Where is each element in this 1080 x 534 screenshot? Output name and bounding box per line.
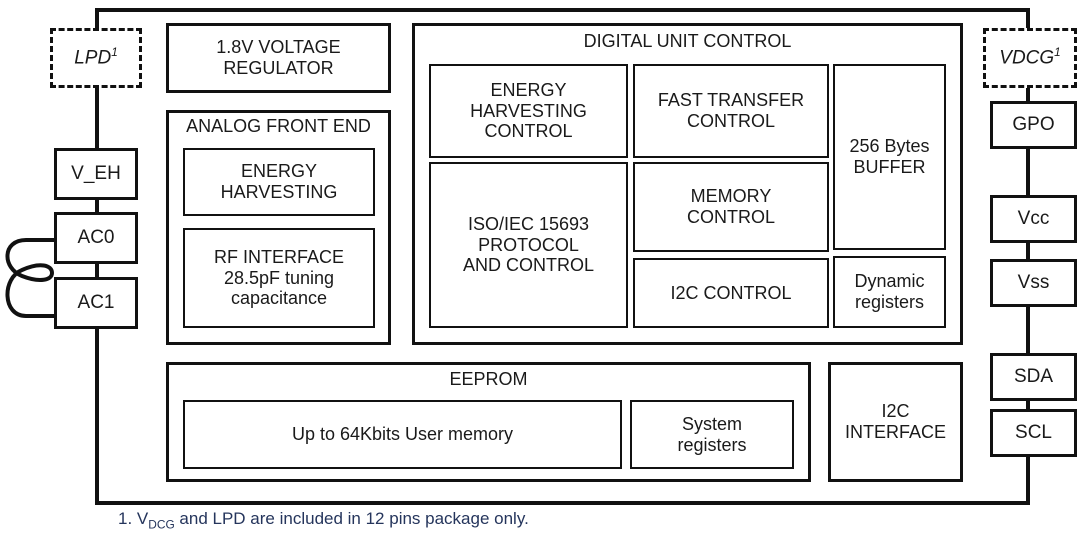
block-memory-control[interactable]: MEMORY CONTROL bbox=[633, 162, 829, 252]
user-memory-label: Up to 64Kbits User memory bbox=[291, 424, 514, 445]
dynamic-registers-line2: registers bbox=[854, 292, 925, 312]
pin-v-eh-label: V_EH bbox=[71, 163, 121, 185]
pin-vdcg-label: VDCG1 bbox=[999, 46, 1061, 69]
i2c-interface-line1: I2C bbox=[881, 401, 910, 422]
chip-outline-top bbox=[95, 8, 1030, 12]
digital-unit-control-title: DIGITAL UNIT CONTROL bbox=[583, 31, 792, 51]
protocol-line2: PROTOCOL bbox=[478, 234, 579, 255]
wire-vdcg-to-gpo bbox=[1026, 88, 1030, 102]
block-user-memory[interactable]: Up to 64Kbits User memory bbox=[183, 400, 622, 469]
energy-harvesting-line1: ENERGY bbox=[240, 161, 318, 182]
block-system-registers[interactable]: System registers bbox=[630, 400, 794, 469]
wire-lpd-to-veh bbox=[95, 88, 99, 150]
memory-control-line2: CONTROL bbox=[686, 207, 775, 227]
pin-sda[interactable]: SDA bbox=[990, 353, 1077, 401]
pin-ac1[interactable]: AC1 bbox=[54, 277, 138, 329]
block-iso-protocol-control[interactable]: ISO/IEC 15693 PROTOCOL AND CONTROL bbox=[429, 162, 628, 328]
block-buffer[interactable]: 256 Bytes BUFFER bbox=[833, 64, 946, 250]
footnote: 1. VDCG and LPD are included in 12 pins … bbox=[118, 509, 529, 531]
system-registers-line1: System bbox=[681, 413, 742, 434]
pin-ac0-label: AC0 bbox=[77, 227, 115, 249]
pin-vdcg-footnote-marker: 1 bbox=[1054, 46, 1061, 60]
block-i2c-control[interactable]: I2C CONTROL bbox=[633, 258, 829, 328]
pin-vcc[interactable]: Vcc bbox=[990, 195, 1077, 243]
block-energy-harvesting[interactable]: ENERGY HARVESTING bbox=[183, 148, 375, 216]
dynamic-registers-line1: Dynamic bbox=[854, 271, 925, 292]
i2c-control-label: I2C CONTROL bbox=[670, 282, 792, 303]
system-registers-line2: registers bbox=[677, 434, 747, 455]
eh-control-line2: HARVESTING bbox=[470, 100, 587, 121]
block-rf-interface[interactable]: RF INTERFACE 28.5pF tuning capacitance bbox=[183, 228, 375, 328]
i2c-interface-line2: INTERFACE bbox=[844, 422, 946, 442]
protocol-line3: AND CONTROL bbox=[462, 255, 594, 276]
pin-vss[interactable]: Vss bbox=[990, 259, 1077, 307]
wire-gpo-to-vcc bbox=[1026, 148, 1030, 196]
footnote-number: 1. bbox=[118, 509, 133, 528]
pin-lpd[interactable]: LPD1 bbox=[50, 28, 142, 88]
rf-interface-line2: 28.5pF tuning bbox=[223, 267, 335, 288]
pin-gpo-label: GPO bbox=[1012, 114, 1055, 136]
block-dynamic-registers[interactable]: Dynamic registers bbox=[833, 256, 946, 328]
pin-ac0[interactable]: AC0 bbox=[54, 212, 138, 264]
pin-scl[interactable]: SCL bbox=[990, 409, 1077, 457]
fast-transfer-line1: FAST TRANSFER bbox=[657, 90, 805, 111]
pin-vdcg[interactable]: VDCG1 bbox=[983, 28, 1077, 88]
pin-lpd-footnote-marker: 1 bbox=[111, 46, 118, 60]
wire-scl-to-bottom bbox=[1026, 456, 1030, 503]
wire-sda-to-scl bbox=[1026, 400, 1030, 410]
block-fast-transfer-control[interactable]: FAST TRANSFER CONTROL bbox=[633, 64, 829, 158]
buffer-line1: 256 Bytes bbox=[849, 136, 930, 157]
voltage-regulator-line2: REGULATOR bbox=[223, 58, 334, 78]
pin-vss-label: Vss bbox=[1017, 272, 1050, 294]
memory-control-line1: MEMORY bbox=[690, 186, 772, 207]
chip-outline-bottom bbox=[95, 501, 1030, 505]
wire-vss-to-sda bbox=[1026, 306, 1030, 354]
pin-v-eh[interactable]: V_EH bbox=[54, 148, 138, 200]
pin-vcc-label: Vcc bbox=[1017, 208, 1050, 230]
antenna-coil-icon bbox=[5, 238, 66, 318]
fast-transfer-line2: CONTROL bbox=[686, 111, 775, 131]
eeprom-title: EEPROM bbox=[449, 369, 528, 389]
eh-control-line3: CONTROL bbox=[484, 121, 573, 142]
footnote-vdcg-symbol: VDCG bbox=[136, 509, 175, 532]
wire-veh-to-ac0 bbox=[95, 198, 99, 212]
pin-ac1-label: AC1 bbox=[77, 292, 115, 314]
pin-gpo[interactable]: GPO bbox=[990, 101, 1077, 149]
eh-control-line1: ENERGY bbox=[490, 79, 567, 100]
energy-harvesting-line2: HARVESTING bbox=[220, 182, 338, 202]
pin-sda-label: SDA bbox=[1013, 366, 1054, 388]
wire-ac0-to-ac1 bbox=[95, 263, 99, 277]
protocol-line1: ISO/IEC 15693 bbox=[467, 213, 590, 234]
wire-vcc-to-vss bbox=[1026, 242, 1030, 260]
block-voltage-regulator[interactable]: 1.8V VOLTAGE REGULATOR bbox=[166, 23, 391, 93]
analog-front-end-title: ANALOG FRONT END bbox=[186, 116, 371, 136]
wire-ac1-to-bottom bbox=[95, 328, 99, 505]
pin-lpd-label: LPD1 bbox=[74, 46, 118, 69]
block-energy-harvesting-control[interactable]: ENERGY HARVESTING CONTROL bbox=[429, 64, 628, 158]
pin-scl-label: SCL bbox=[1015, 422, 1052, 444]
buffer-line2: BUFFER bbox=[853, 157, 926, 177]
block-i2c-interface[interactable]: I2C INTERFACE bbox=[828, 362, 963, 482]
footnote-rest: and LPD are included in 12 pins package … bbox=[174, 509, 529, 528]
rf-interface-line1: RF INTERFACE bbox=[213, 246, 344, 267]
voltage-regulator-line1: 1.8V VOLTAGE bbox=[216, 37, 341, 58]
rf-interface-line3: capacitance bbox=[230, 288, 328, 309]
